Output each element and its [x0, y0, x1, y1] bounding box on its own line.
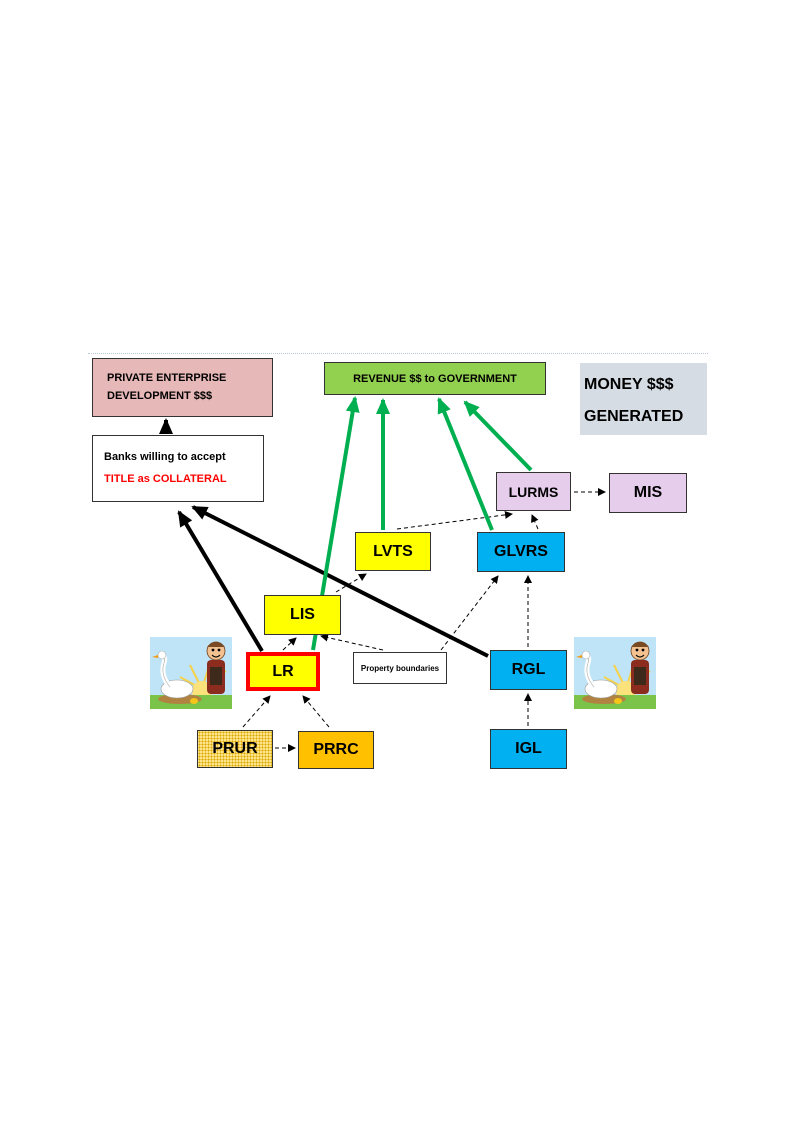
banks-line1: Banks willing to accept [104, 451, 226, 463]
node-igl-label: IGL [515, 740, 542, 757]
node-lr-label: LR [272, 662, 294, 680]
node-lurms-label: LURMS [508, 483, 559, 500]
node-prrc-label: PRRC [313, 741, 359, 758]
arrow-lr-lis [282, 637, 297, 651]
banks-line2: TITLE as COLLATERAL [104, 473, 227, 485]
private-enterprise-box: PRIVATE ENTERPRISE DEVELOPMENT $$$ [92, 358, 273, 417]
node-lvts-label: LVTS [373, 542, 413, 560]
node-glvrs-label: GLVRS [494, 543, 548, 560]
node-prrc: PRRC [298, 731, 374, 769]
node-prur: PRUR [197, 730, 273, 768]
banks-box: Banks willing to accept TITLE as COLLATE… [92, 435, 264, 502]
arrow-prop-lis [320, 633, 384, 651]
money-line1: MONEY $$$ [584, 376, 674, 393]
node-rgl-label: RGL [511, 661, 546, 678]
goose-farmer-illustration-left [150, 637, 232, 709]
node-igl: IGL [490, 729, 567, 769]
arrow-lis-lvts [335, 573, 367, 593]
money-generated-box: MONEY $$$ GENERATED [580, 363, 707, 435]
node-mis: MIS [609, 473, 687, 513]
arrow-prop-glvrs [440, 575, 499, 651]
arrow-lvts-lurms [396, 510, 513, 530]
revenue-box: REVENUE $$ to GOVERNMENT [324, 362, 546, 395]
private-enterprise-line1: PRIVATE ENTERPRISE [107, 372, 227, 384]
arrow-lr-banks [177, 510, 264, 653]
node-lis: LIS [264, 595, 341, 635]
arrow-rgl-banks [191, 505, 489, 658]
node-rgl: RGL [490, 650, 567, 690]
arrow-glvrs-lurms [531, 514, 539, 530]
node-lvts: LVTS [355, 532, 431, 571]
node-mis-label: MIS [633, 484, 663, 501]
arrow-prrc-lr [302, 695, 330, 728]
arrow-lurms-revenue [463, 400, 533, 472]
node-lr: LR [246, 652, 320, 691]
node-property-boundaries: Property boundaries [353, 652, 447, 684]
node-lis-label: LIS [290, 606, 315, 623]
revenue-label: REVENUE $$ to GOVERNMENT [353, 372, 517, 385]
money-line2: GENERATED [584, 408, 684, 425]
goose-farmer-illustration-right [574, 637, 656, 709]
node-lurms: LURMS [496, 472, 571, 511]
private-enterprise-line2: DEVELOPMENT $$$ [107, 390, 213, 402]
node-property-boundaries-label: Property boundaries [360, 663, 440, 673]
top-divider [88, 353, 708, 354]
arrow-prur-lr [242, 695, 271, 728]
node-prur-label: PRUR [212, 740, 258, 757]
arrow-glvrs-revenue [437, 397, 494, 531]
node-glvrs: GLVRS [477, 532, 565, 572]
